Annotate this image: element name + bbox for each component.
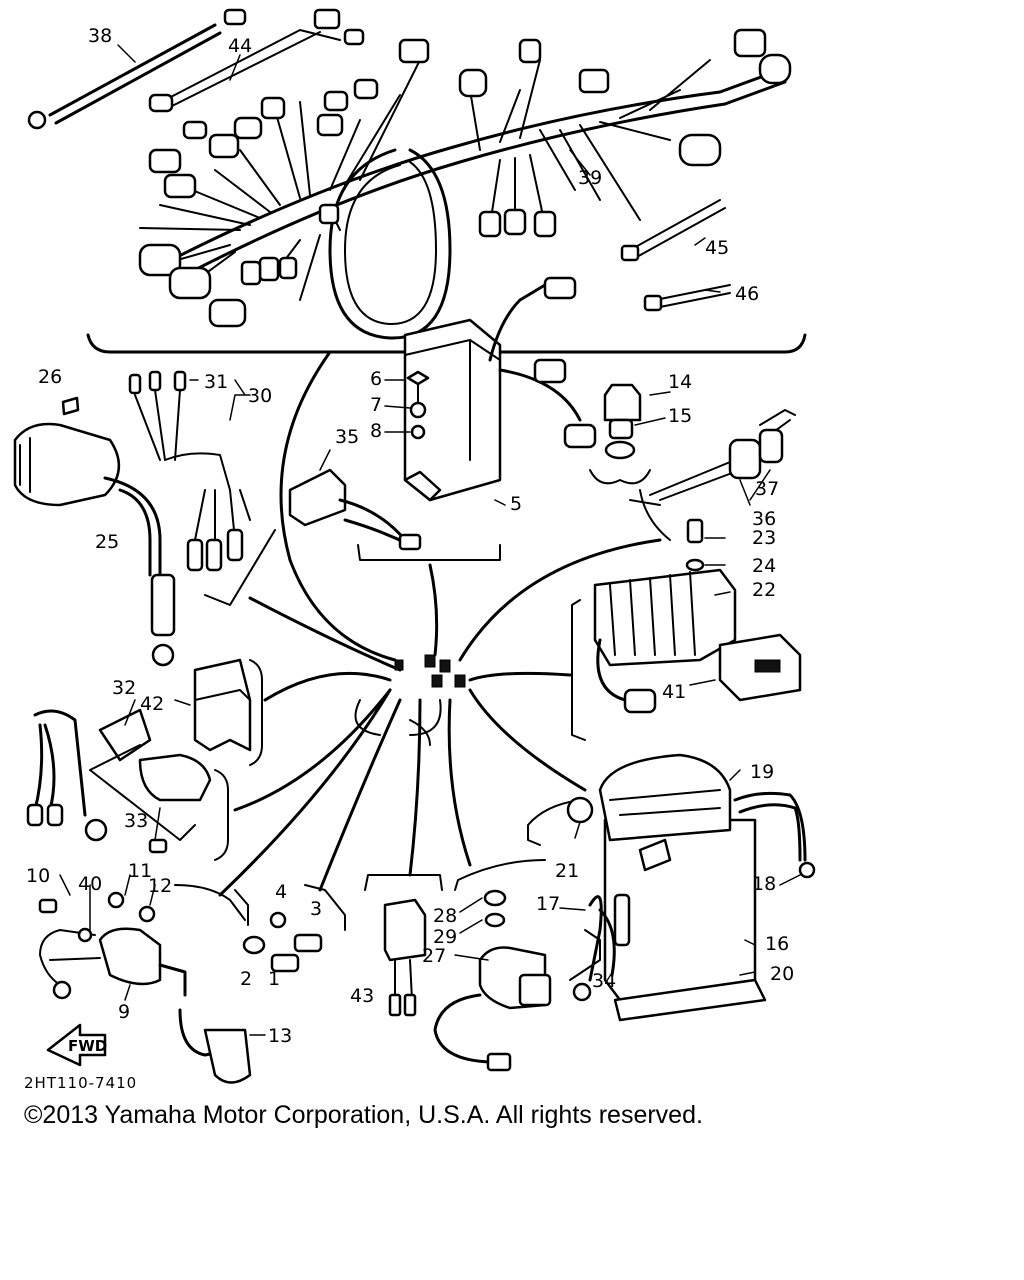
callout-39: 39: [578, 167, 602, 189]
callout-28: 28: [433, 905, 457, 927]
battery-group: [527, 753, 816, 1022]
starter-relay-43-group: [364, 859, 552, 1072]
callout-32: 32: [112, 677, 136, 699]
callout-20: 20: [770, 963, 794, 985]
right-upper-parts: [589, 383, 796, 541]
callout-34: 34: [592, 970, 616, 992]
callout-44: 44: [228, 35, 252, 57]
starter-relay-group: FWD: [38, 874, 346, 1084]
callout-43: 43: [350, 985, 374, 1007]
left-upper-parts: [13, 370, 276, 667]
callout-33: 33: [124, 810, 148, 832]
callout-24: 24: [752, 555, 776, 577]
callout-18: 18: [752, 873, 776, 895]
callout-40: 40: [78, 873, 102, 895]
callout-4: 4: [275, 881, 287, 903]
callout-15: 15: [668, 405, 692, 427]
callout-5: 5: [510, 493, 522, 515]
callout-3: 3: [310, 898, 322, 920]
callout-31: 31: [204, 371, 228, 393]
drawing-code: 2HT110-7410: [24, 1074, 138, 1092]
callout-17: 17: [536, 893, 560, 915]
callout-27: 27: [422, 945, 446, 967]
callout-7: 7: [370, 394, 382, 416]
callout-8: 8: [370, 420, 382, 442]
callout-45: 45: [705, 237, 729, 259]
callout-26: 26: [38, 366, 62, 388]
callout-13: 13: [268, 1025, 292, 1047]
igniter-group: [288, 276, 597, 561]
callout-labels: 1 2 3 4 5 6 7 8 9 10 11 12 13 14 15 16 1…: [26, 25, 794, 1047]
callout-42: 42: [140, 693, 164, 715]
callout-2: 2: [240, 968, 252, 990]
callout-10: 10: [26, 865, 50, 887]
callout-12: 12: [148, 875, 172, 897]
callout-46: 46: [735, 283, 759, 305]
callout-38: 38: [88, 25, 112, 47]
wire-harness-group: [27, 8, 807, 354]
ignition-coil-group: [26, 658, 263, 861]
callout-14: 14: [668, 371, 692, 393]
rectifier-group: [571, 518, 802, 741]
copyright-notice: ©2013 Yamaha Motor Corporation, U.S.A. A…: [24, 1101, 703, 1129]
callout-19: 19: [750, 761, 774, 783]
callout-35: 35: [335, 426, 359, 448]
callout-22: 22: [752, 579, 776, 601]
callout-29: 29: [433, 926, 457, 948]
callout-37: 37: [755, 478, 779, 500]
harness-branch-wires: [218, 350, 662, 897]
callout-9: 9: [118, 1001, 130, 1023]
callout-23: 23: [752, 527, 776, 549]
callout-36: 36: [752, 508, 776, 530]
callout-30: 30: [248, 385, 272, 407]
callout-16: 16: [765, 933, 789, 955]
callout-1: 1: [268, 968, 280, 990]
callout-11: 11: [128, 860, 152, 882]
fwd-arrow-label: FWD: [68, 1037, 107, 1055]
callout-41: 41: [662, 681, 686, 703]
callout-21: 21: [555, 860, 579, 882]
callout-25: 25: [95, 531, 119, 553]
callout-6: 6: [370, 368, 382, 390]
